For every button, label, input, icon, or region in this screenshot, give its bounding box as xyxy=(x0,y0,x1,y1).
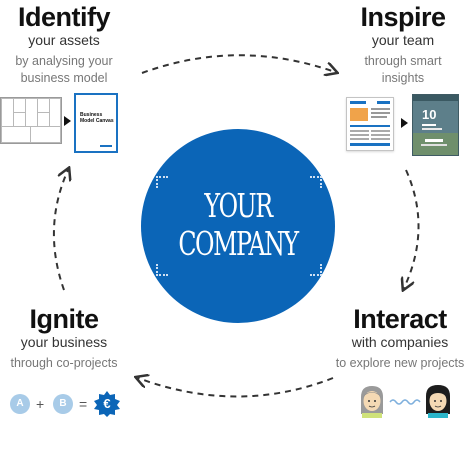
badge-b: B xyxy=(53,394,73,414)
interact-heading: Interact xyxy=(353,304,447,334)
equals-sign: = xyxy=(79,396,88,412)
person-face-icon xyxy=(361,386,383,418)
plus-sign: + xyxy=(36,396,45,412)
inspire-description-line-2: insights xyxy=(381,71,425,85)
ignite-block: Ignite your business through co-projects xyxy=(2,304,126,372)
business-model-canvas-doc-icon: Business Model Canvas xyxy=(74,93,118,153)
inspire-description-line-1: through smart xyxy=(364,54,442,68)
doc-title-line-1: Business xyxy=(80,112,103,118)
euro-seal-icon: € xyxy=(94,391,120,417)
identify-description-line-1: by analysing your xyxy=(15,54,113,68)
identify-subheading: your assets xyxy=(28,32,100,48)
canvas-grid-icon xyxy=(0,97,62,144)
inspire-heading: Inspire xyxy=(360,2,446,32)
ignite-heading: Ignite xyxy=(29,304,100,334)
play-arrow-icon xyxy=(64,116,71,126)
interact-subheading: with companies xyxy=(351,334,449,350)
interact-description: to explore new projects xyxy=(335,356,465,370)
company-line-1: YOUR xyxy=(204,186,273,225)
wave-connection-icon xyxy=(389,399,421,405)
badge-a: A xyxy=(10,394,30,414)
ignite-description: through co-projects xyxy=(10,356,118,370)
magazine-number: 10 xyxy=(422,107,437,122)
frame-corner-bottom-right xyxy=(310,264,322,276)
frame-corner-bottom-left xyxy=(156,264,168,276)
euro-symbol: € xyxy=(103,396,111,411)
magazine-icon: 10 xyxy=(412,94,459,156)
doc-title-line-2: Model Canvas xyxy=(80,118,114,124)
identify-heading: Identify xyxy=(17,2,111,32)
inspire-subheading: your team xyxy=(371,32,435,48)
inspire-block: Inspire your team through smart insights xyxy=(340,2,466,87)
arrow-interact-to-ignite xyxy=(138,378,334,398)
play-arrow-icon xyxy=(401,118,408,128)
identify-description-line-2: business model xyxy=(20,71,108,85)
frame-corner-top-right xyxy=(310,176,322,188)
person-face-icon xyxy=(426,385,450,418)
ignite-subheading: your business xyxy=(20,334,108,350)
identify-block: Identify your assets by analysing your b… xyxy=(0,2,128,87)
arrow-identify-to-inspire xyxy=(141,54,335,73)
company-line-2: COMPANY xyxy=(178,224,299,263)
frame-corner-top-left xyxy=(156,176,168,188)
arrow-ignite-to-identify xyxy=(52,170,68,291)
company-circle xyxy=(141,129,335,323)
insights-document-icon xyxy=(346,97,394,151)
arrow-inspire-to-interact xyxy=(404,169,420,288)
interact-block: Interact with companies to explore new p… xyxy=(330,304,470,372)
